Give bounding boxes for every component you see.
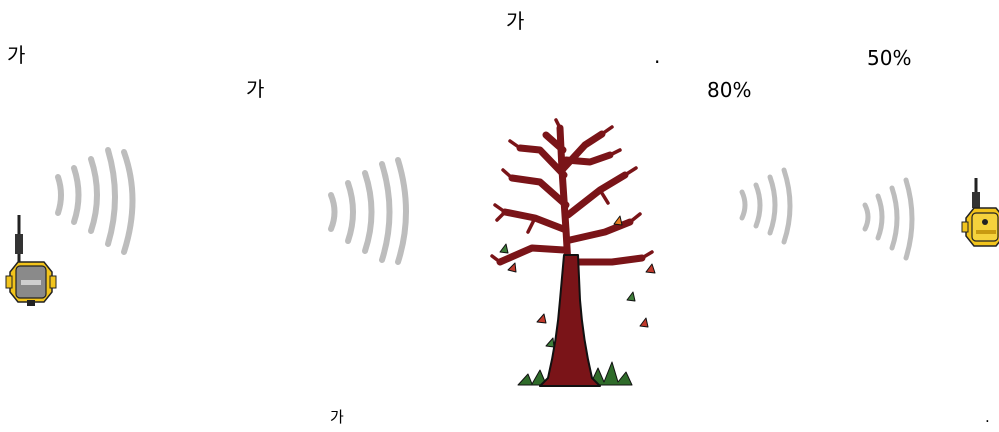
signal-waves-icon [58,150,133,252]
radio-node-yellow-icon [962,178,999,246]
signal-waves-icon [865,180,912,258]
signal-waves-icon [331,160,406,262]
signal-waves-icon [742,170,790,242]
radio-node-gray-icon [6,215,56,306]
bare-tree-icon [492,120,655,386]
